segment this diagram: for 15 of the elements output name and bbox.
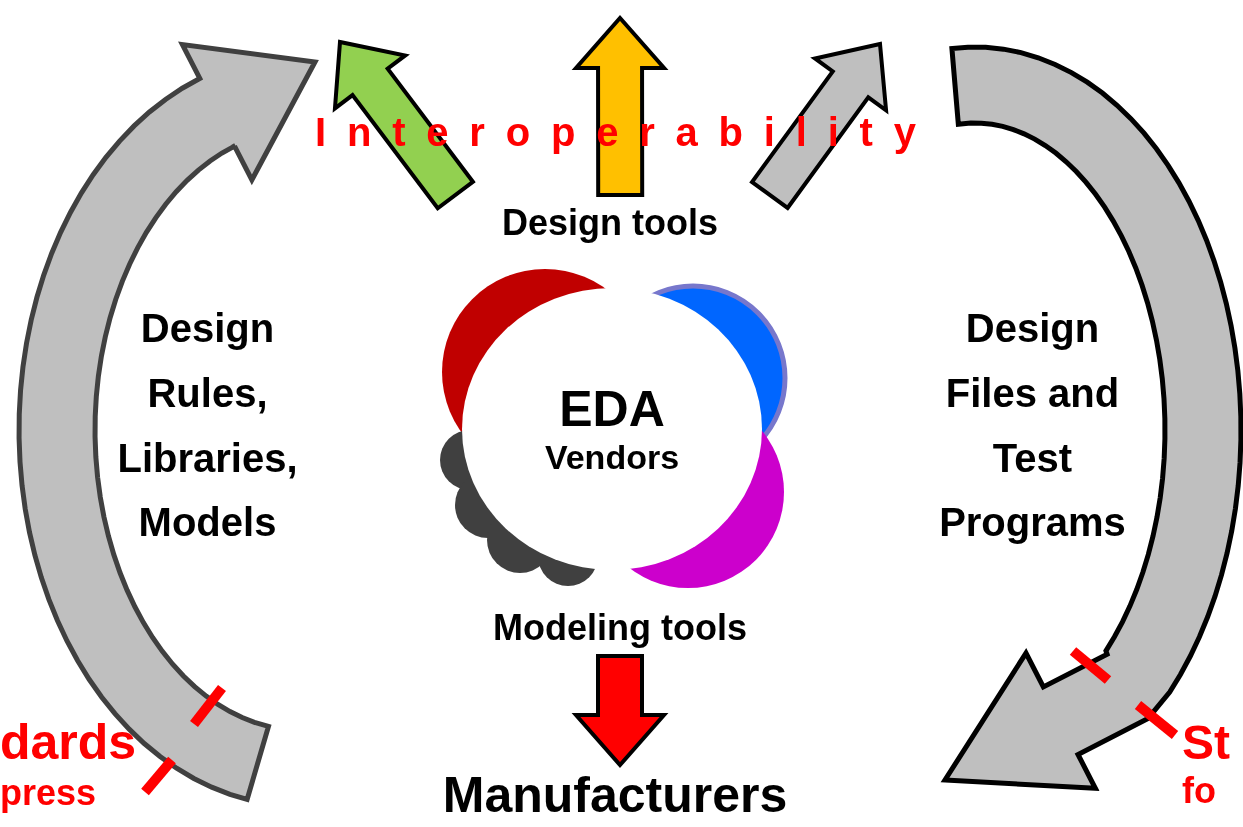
partial-text: fo — [1182, 770, 1216, 812]
flow-label: Design Files and Test Programs — [938, 305, 1127, 547]
node-label: Manufacturers — [442, 767, 788, 825]
node-label: Modeling tools — [493, 607, 747, 649]
block-arrow — [749, 41, 889, 211]
block-arrow — [332, 39, 476, 212]
node-label: Design tools — [502, 202, 718, 244]
node-title: EDA — [559, 380, 665, 439]
partial-text: press — [0, 771, 97, 813]
node-subtitle: Vendors — [544, 438, 680, 478]
flow-label: Design Rules, Libraries, Models — [116, 305, 299, 547]
block-arrow — [571, 14, 669, 198]
partial-text: dards — [0, 714, 137, 772]
partial-text: St — [1182, 715, 1230, 771]
block-arrow — [571, 654, 669, 769]
